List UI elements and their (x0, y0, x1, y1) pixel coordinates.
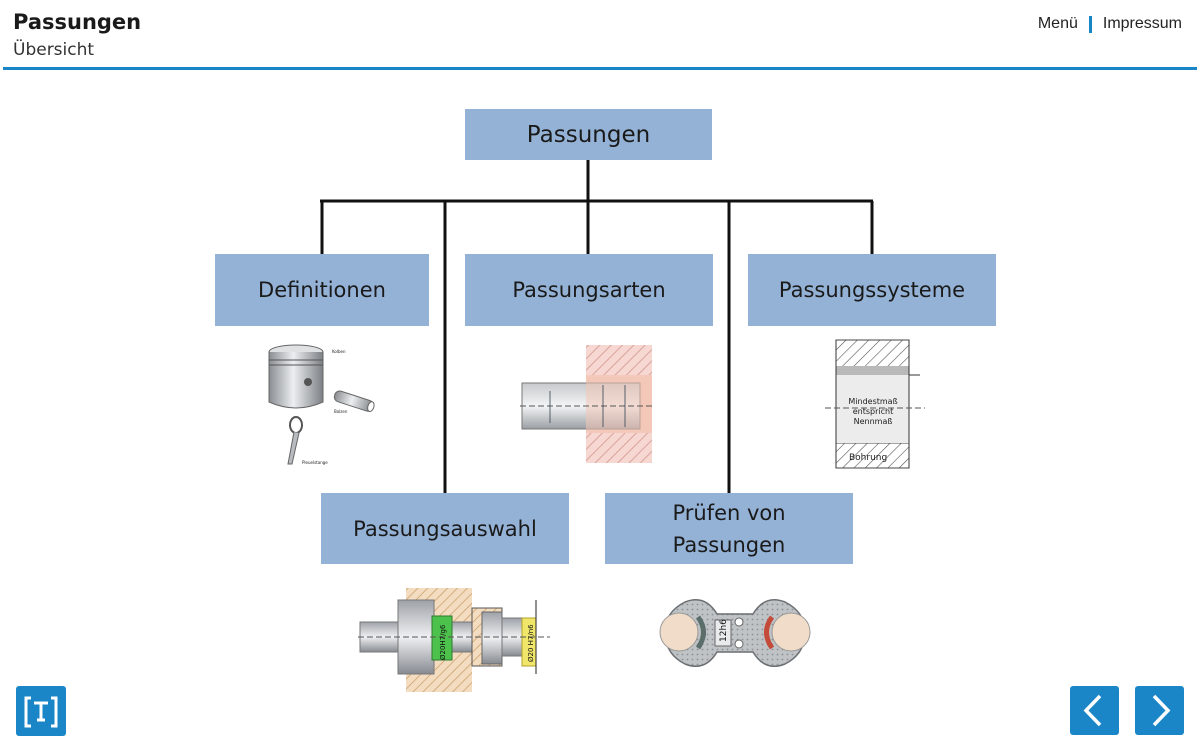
node-passungen-root[interactable]: Passungen (465, 109, 712, 160)
prev-button[interactable] (1070, 686, 1119, 735)
pleuelstange-label: Pleuelstange (302, 460, 328, 465)
tb-logo-graphic (24, 696, 58, 728)
bohrung-label: Bohrung (849, 453, 887, 463)
top-nav: Menü Impressum (1038, 15, 1182, 33)
piston-illustration: Kolben Bolzen Pleuelstange (268, 344, 375, 465)
node-pruefen-von-passungen[interactable]: Prüfen von Passungen (605, 493, 853, 564)
fit1-label: Ø20H7/g6 (439, 624, 447, 660)
menu-link[interactable]: Menü (1037, 15, 1078, 32)
nennmass-label: Nennmaß (854, 417, 893, 426)
impressum-link[interactable]: Impressum (1102, 15, 1182, 32)
bolzen-label: Bolzen (334, 409, 348, 414)
fit-selection-illustration: Ø20H7/g6 Ø20 H7/n6 (358, 588, 550, 692)
chevron-right-icon (1152, 694, 1171, 727)
nav-separator (1088, 15, 1092, 33)
header-divider (3, 67, 1197, 70)
chevron-left-icon (1083, 694, 1102, 727)
fit-system-illustration: Mindestmaß entspricht Nennmaß Bohrung (825, 339, 925, 469)
node-pruefen-line1: Prüfen von (672, 500, 786, 525)
entspricht-label: entspricht (853, 407, 894, 416)
node-pruefen-line2: Passungen (672, 532, 786, 557)
node-passungssysteme[interactable]: Passungssysteme (748, 254, 996, 326)
node-definitionen[interactable]: Definitionen (215, 254, 429, 326)
gauge-label: 12h6 (719, 619, 729, 642)
page-header: Passungen Übersicht Menü Impressum (0, 0, 1200, 70)
page-title: Passungen (13, 10, 142, 34)
fit-type-illustration (520, 345, 655, 463)
page-subtitle: Übersicht (13, 40, 95, 60)
node-passungsarten[interactable]: Passungsarten (465, 254, 713, 326)
gauge-illustration: 12h6 (659, 599, 811, 667)
fit2-label: Ø20 H7/n6 (527, 624, 535, 662)
tb-logo-icon[interactable] (16, 686, 66, 736)
next-button[interactable] (1135, 686, 1184, 735)
kolben-label: Kolben (332, 349, 346, 354)
node-passungsauswahl[interactable]: Passungsauswahl (321, 493, 569, 564)
mindestmass-label: Mindestmaß (848, 397, 897, 406)
